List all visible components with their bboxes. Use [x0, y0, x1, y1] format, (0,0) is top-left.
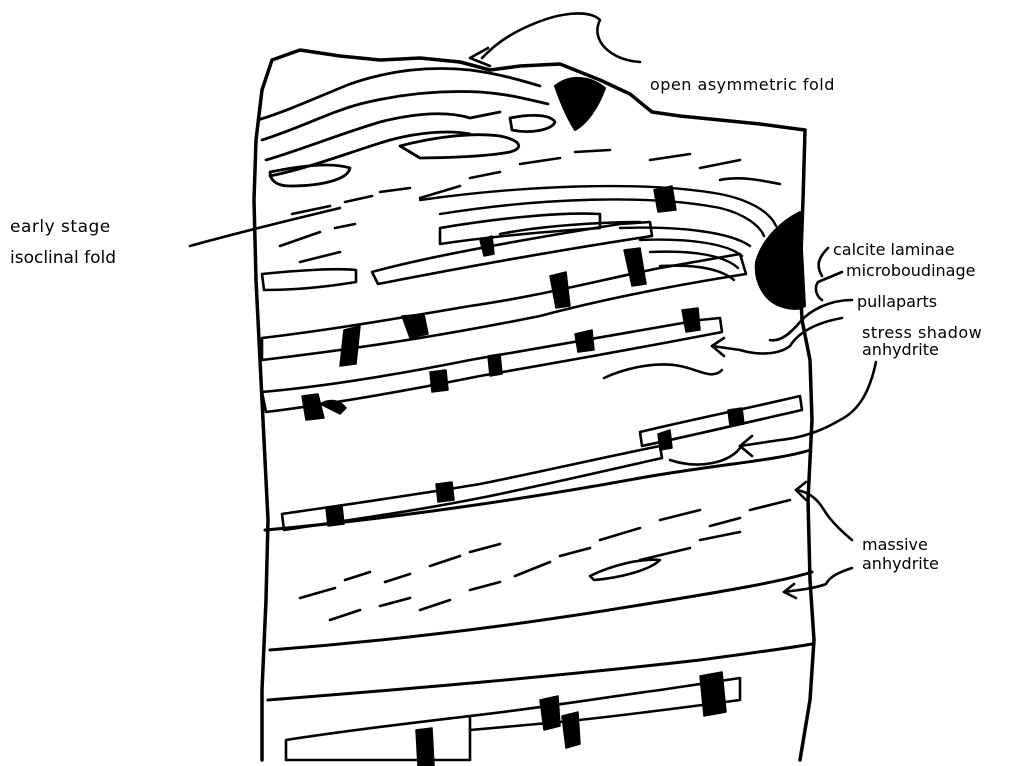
label-calcite-laminae: calcite laminae	[833, 241, 955, 259]
upper-folded-layers	[258, 69, 555, 186]
stress-shadow-leader-2	[604, 365, 722, 379]
open-fold-arrowhead	[470, 48, 490, 66]
calcite-blob	[756, 212, 805, 309]
core-boundaries	[265, 450, 812, 700]
massive-leader-2	[784, 568, 852, 592]
label-stress-shadow-anhydrite: anhydrite	[862, 341, 939, 359]
anhydrite-leader-2	[670, 448, 740, 464]
early-stage-leader	[190, 208, 340, 246]
label-open-asymmetric-fold: open asymmetric fold	[650, 76, 835, 94]
stress-shadow-leader-1	[712, 318, 842, 353]
label-microboudinage: microboudinage	[846, 262, 975, 280]
label-massive: massive	[862, 536, 928, 554]
label-massive-anhydrite: anhydrite	[862, 555, 939, 573]
label-isoclinal-fold: isoclinal fold	[10, 249, 116, 267]
label-early-stage: early stage	[10, 218, 111, 236]
label-pullaparts: pullaparts	[857, 293, 937, 311]
calcite-leader	[819, 248, 828, 276]
asymmetric-fold-blob	[555, 78, 605, 130]
microboudinage-leader	[816, 272, 842, 300]
open-fold-leader	[482, 13, 640, 62]
